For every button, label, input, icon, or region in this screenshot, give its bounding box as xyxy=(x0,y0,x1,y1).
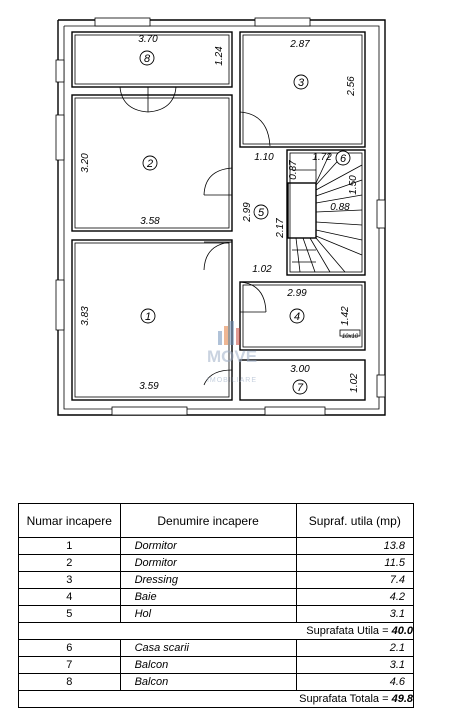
watermark-tagline: IMOBILIARE xyxy=(207,377,257,384)
table-row: 6 Casa scarii 2.1 xyxy=(18,639,415,657)
dim-room3-height: 2.56 xyxy=(346,76,357,97)
dim-room1-width: 3.59 xyxy=(139,381,159,392)
room-area: 4.6 xyxy=(389,676,405,688)
room-name: Balcon xyxy=(134,659,169,671)
usable-area-label: Suprafata Utila = xyxy=(306,625,389,637)
room-area: 7.4 xyxy=(389,574,405,586)
dim-087: 0.87 xyxy=(288,160,299,180)
room-area: 3.1 xyxy=(389,608,405,620)
dim-room7-height: 1.02 xyxy=(349,373,360,393)
table-row: 3 Dressing 7.4 xyxy=(18,571,415,589)
table-row: 7 Balcon 3.1 xyxy=(18,656,415,674)
room-nr: 5 xyxy=(18,605,121,623)
room-name: Casa scarii xyxy=(134,642,189,654)
room-number-2: 2 xyxy=(146,158,153,170)
dim-088: 0.88 xyxy=(330,202,350,213)
total-area-row: Suprafata Totala = 49.8 xyxy=(18,690,414,708)
total-area-value: 49.8 xyxy=(391,693,413,705)
windows xyxy=(55,17,386,416)
room-number-5: 5 xyxy=(258,207,265,219)
room-nr: 6 xyxy=(18,639,121,657)
dim-room3-width: 2.87 xyxy=(289,39,310,50)
room-number-7: 7 xyxy=(297,382,304,394)
dim-room7-width: 3.00 xyxy=(290,364,310,375)
dimensions: 3.70 1.24 2.87 2.56 3.20 3.58 1.10 1.72 … xyxy=(80,34,360,393)
room-number-3: 3 xyxy=(298,77,305,89)
dim-room4-height: 1.42 xyxy=(340,306,351,326)
room-nr: 1 xyxy=(18,537,121,555)
table-row: 1 Dormitor 13.8 xyxy=(18,537,415,555)
dim-172: 1.72 xyxy=(312,152,332,163)
doors xyxy=(119,86,271,386)
watermark-brand: MOVE xyxy=(207,347,257,366)
window-tag: 10x10 xyxy=(342,334,359,340)
room-area: 13.8 xyxy=(383,540,405,552)
staircase xyxy=(292,152,363,273)
dim-102-hall: 1.02 xyxy=(252,264,272,275)
table-row: 8 Balcon 4.6 xyxy=(18,673,415,691)
header-room-name: Denumire incapere xyxy=(119,503,297,538)
room-area-table: Numar incapere Denumire incapere Supraf.… xyxy=(18,503,415,708)
dim-150: 1.50 xyxy=(348,175,359,195)
room-area: 3.1 xyxy=(389,659,405,671)
dim-room8-width: 3.70 xyxy=(138,34,158,45)
dim-room2-width: 3.58 xyxy=(140,216,160,227)
usable-area-total-row: Suprafata Utila = 40.0 xyxy=(18,622,414,640)
room-nr: 4 xyxy=(18,588,121,606)
header-usable-area: Supraf. utila (mp) xyxy=(295,503,415,538)
dim-299-vertical: 2.99 xyxy=(242,202,253,223)
dim-room2-height: 3.20 xyxy=(80,153,91,173)
room-markers: 8 2 3 5 6 1 4 7 xyxy=(139,50,351,395)
room-name: Balcon xyxy=(134,676,169,688)
dim-room4-width: 2.99 xyxy=(286,288,307,299)
table-header-row: Numar incapere Denumire incapere Supraf.… xyxy=(18,503,415,538)
room-area: 2.1 xyxy=(389,642,405,654)
table-row: 5 Hol 3.1 xyxy=(18,605,415,623)
table-row: 2 Dormitor 11.5 xyxy=(18,554,415,572)
room-name: Hol xyxy=(134,608,152,620)
room-number-6: 6 xyxy=(340,153,347,165)
room-nr: 2 xyxy=(18,554,121,572)
room-name: Dressing xyxy=(134,574,178,586)
room-nr: 7 xyxy=(18,656,121,674)
room-nr: 3 xyxy=(18,571,121,589)
table-row: 4 Baie 4.2 xyxy=(18,588,415,606)
room-number-1: 1 xyxy=(145,311,151,323)
room-name: Baie xyxy=(134,591,157,603)
dim-room8-height: 1.24 xyxy=(214,46,225,66)
header-room-number: Numar incapere xyxy=(18,503,121,538)
room-area: 4.2 xyxy=(389,591,405,603)
room-number-8: 8 xyxy=(144,53,151,65)
room-name: Dormitor xyxy=(134,557,177,569)
dim-room1-height: 3.83 xyxy=(80,306,91,326)
room-name: Dormitor xyxy=(134,540,177,552)
room-nr: 8 xyxy=(18,673,121,691)
floor-plan: 8 2 3 5 6 1 4 7 3.70 1.24 2.87 2.56 3.20… xyxy=(55,17,386,416)
dim-110: 1.10 xyxy=(254,152,274,163)
dim-217: 2.17 xyxy=(275,218,286,239)
usable-area-value: 40.0 xyxy=(391,625,413,637)
room-area: 11.5 xyxy=(384,557,405,569)
room-number-4: 4 xyxy=(294,311,300,323)
watermark-logo: MOVE IMOBILIARE xyxy=(207,321,257,384)
total-area-label: Suprafata Totala = xyxy=(299,693,389,705)
